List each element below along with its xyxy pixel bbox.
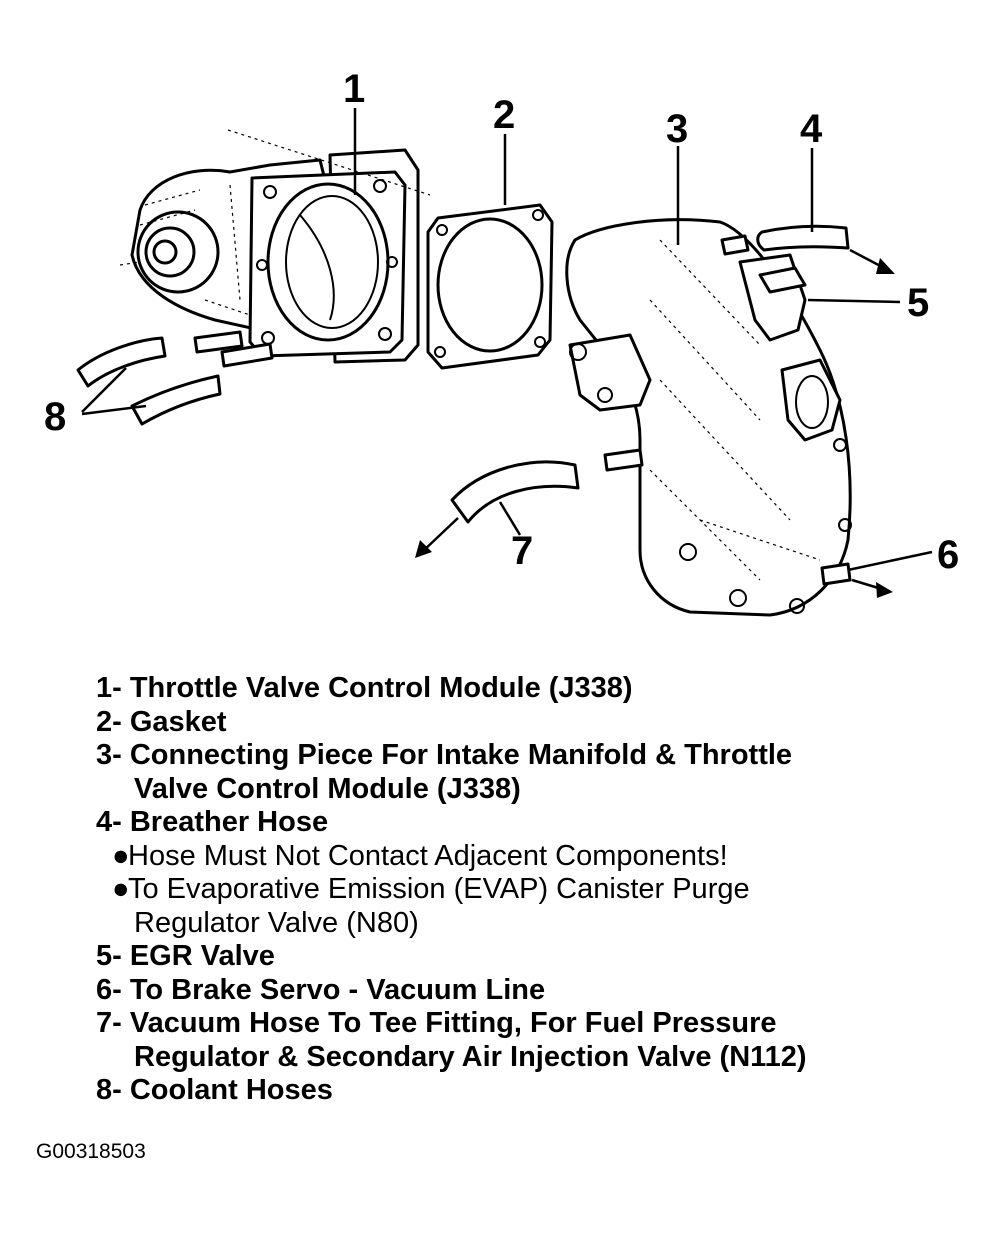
legend-item-4-note-1: ●Hose Must Not Contact Adjacent Componen…: [96, 840, 976, 874]
throttle-valve-control-module: [119, 129, 431, 368]
callout-8: 8: [44, 395, 66, 439]
callout-5: 5: [907, 281, 929, 325]
legend-item-5: 5- EGR Valve: [96, 940, 275, 972]
callout-3: 3: [666, 107, 688, 151]
legend-item-1: 1- Throttle Valve Control Module (J338): [96, 672, 633, 704]
legend-item-3-continued: Valve Control Module (J338): [134, 772, 521, 805]
legend-item-3: 3- Connecting Piece For Intake Manifold …: [96, 739, 793, 771]
legend-item-8: 8- Coolant Hoses: [96, 1074, 333, 1106]
bullet-icon: ●: [112, 873, 130, 905]
callout-6: 6: [937, 533, 959, 577]
note-text: To Evaporative Emission (EVAP) Canister …: [128, 873, 750, 905]
note-text: Hose Must Not Contact Adjacent Component…: [128, 839, 728, 872]
callout-2: 2: [493, 93, 515, 137]
callout-numbers: 1 2 3 4 5 6 7 8: [44, 67, 959, 577]
bullet-icon: ●: [112, 839, 130, 872]
callout-4: 4: [800, 107, 823, 151]
legend-item-4-note-2: ●To Evaporative Emission (EVAP) Canister…: [96, 873, 976, 907]
vacuum-hose: [450, 460, 580, 524]
legend-item-7-continued: Regulator & Secondary Air Injection Valv…: [134, 1040, 807, 1073]
figure-id: G00318503: [36, 1140, 146, 1163]
legend-item-4: 4- Breather Hose: [96, 806, 329, 838]
coolant-hoses: [76, 336, 222, 426]
legend: 1- Throttle Valve Control Module (J338) …: [96, 672, 976, 1108]
exploded-diagram: 1 2 3 4 5 6 7 8: [44, 67, 959, 617]
legend-item-7: 7- Vacuum Hose To Tee Fitting, For Fuel …: [96, 1007, 777, 1039]
callout-1: 1: [343, 67, 365, 111]
connecting-piece-intake-manifold: [565, 218, 852, 617]
legend-item-2: 2- Gasket: [96, 705, 227, 738]
breather-hose: [756, 224, 850, 252]
leader-lines: [81, 108, 933, 598]
legend-item-6: 6- To Brake Servo - Vacuum Line: [96, 973, 546, 1006]
legend-item-4-note-2-continued: Regulator Valve (N80): [134, 906, 419, 939]
callout-7: 7: [511, 529, 533, 573]
gasket: [426, 203, 554, 370]
